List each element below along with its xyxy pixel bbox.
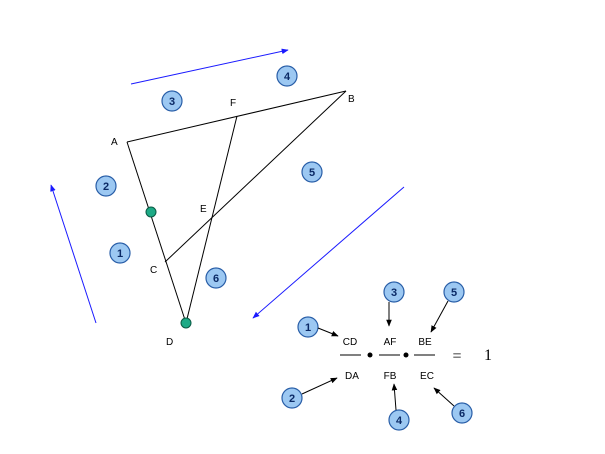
svg-text:3: 3 <box>169 96 175 108</box>
label-a: A <box>111 137 118 148</box>
vertex-marker-d <box>180 317 192 329</box>
badge-5-formula: 5 <box>443 281 465 303</box>
svg-text:2: 2 <box>289 393 295 405</box>
denominator-ec: EC <box>420 371 434 382</box>
svg-text:6: 6 <box>213 273 219 285</box>
label-c: C <box>150 265 157 276</box>
badge-4-formula: 4 <box>388 409 410 431</box>
numerator-af: AF <box>384 337 397 348</box>
svg-text:4: 4 <box>284 71 291 83</box>
arrow-right <box>252 186 405 319</box>
badge-3-triangle: 3 <box>161 90 183 112</box>
pointer-6 <box>433 387 455 407</box>
denominator-fb: FB <box>384 371 397 382</box>
svg-text:3: 3 <box>391 287 397 299</box>
svg-text:5: 5 <box>309 167 315 179</box>
badge-2-triangle: 2 <box>95 175 117 197</box>
badge-6-formula: 6 <box>451 402 473 424</box>
result-one: 1 <box>484 347 492 364</box>
svg-text:4: 4 <box>396 415 403 427</box>
pointer-1 <box>317 327 339 337</box>
multiply-dot-1 <box>367 352 373 358</box>
arrow-top <box>130 48 289 85</box>
arrow-left <box>50 184 97 324</box>
vertex-marker-on-ad <box>145 206 157 218</box>
badge-1-triangle: 1 <box>109 242 131 264</box>
svg-text:1: 1 <box>117 248 123 260</box>
numerator-be: BE <box>418 337 432 348</box>
badge-4-triangle: 4 <box>276 65 298 87</box>
label-e: E <box>200 204 207 215</box>
label-f: F <box>230 98 236 109</box>
pointer-4 <box>391 383 398 411</box>
segment-fd <box>185 115 238 324</box>
equals-sign: = <box>452 348 461 365</box>
badge-2-formula: 2 <box>281 387 303 409</box>
segment-bc <box>164 90 347 263</box>
segment-ad <box>126 141 187 324</box>
badge-5-triangle: 5 <box>301 161 323 183</box>
svg-text:1: 1 <box>305 322 311 334</box>
numerator-cd: CD <box>343 337 357 348</box>
svg-text:2: 2 <box>103 181 109 193</box>
label-d: D <box>166 337 173 348</box>
svg-text:6: 6 <box>459 408 465 420</box>
label-b: B <box>348 94 355 105</box>
badge-3-formula: 3 <box>383 281 405 303</box>
multiply-dot-2 <box>403 352 409 358</box>
badge-6-triangle: 6 <box>205 267 227 289</box>
badge-1-formula: 1 <box>297 316 319 338</box>
pointer-2 <box>301 377 338 395</box>
pointer-5 <box>430 300 449 333</box>
svg-text:5: 5 <box>451 287 457 299</box>
denominator-da: DA <box>345 371 359 382</box>
ceva-formula: CD DA AF FB BE EC = 1 <box>340 337 492 382</box>
